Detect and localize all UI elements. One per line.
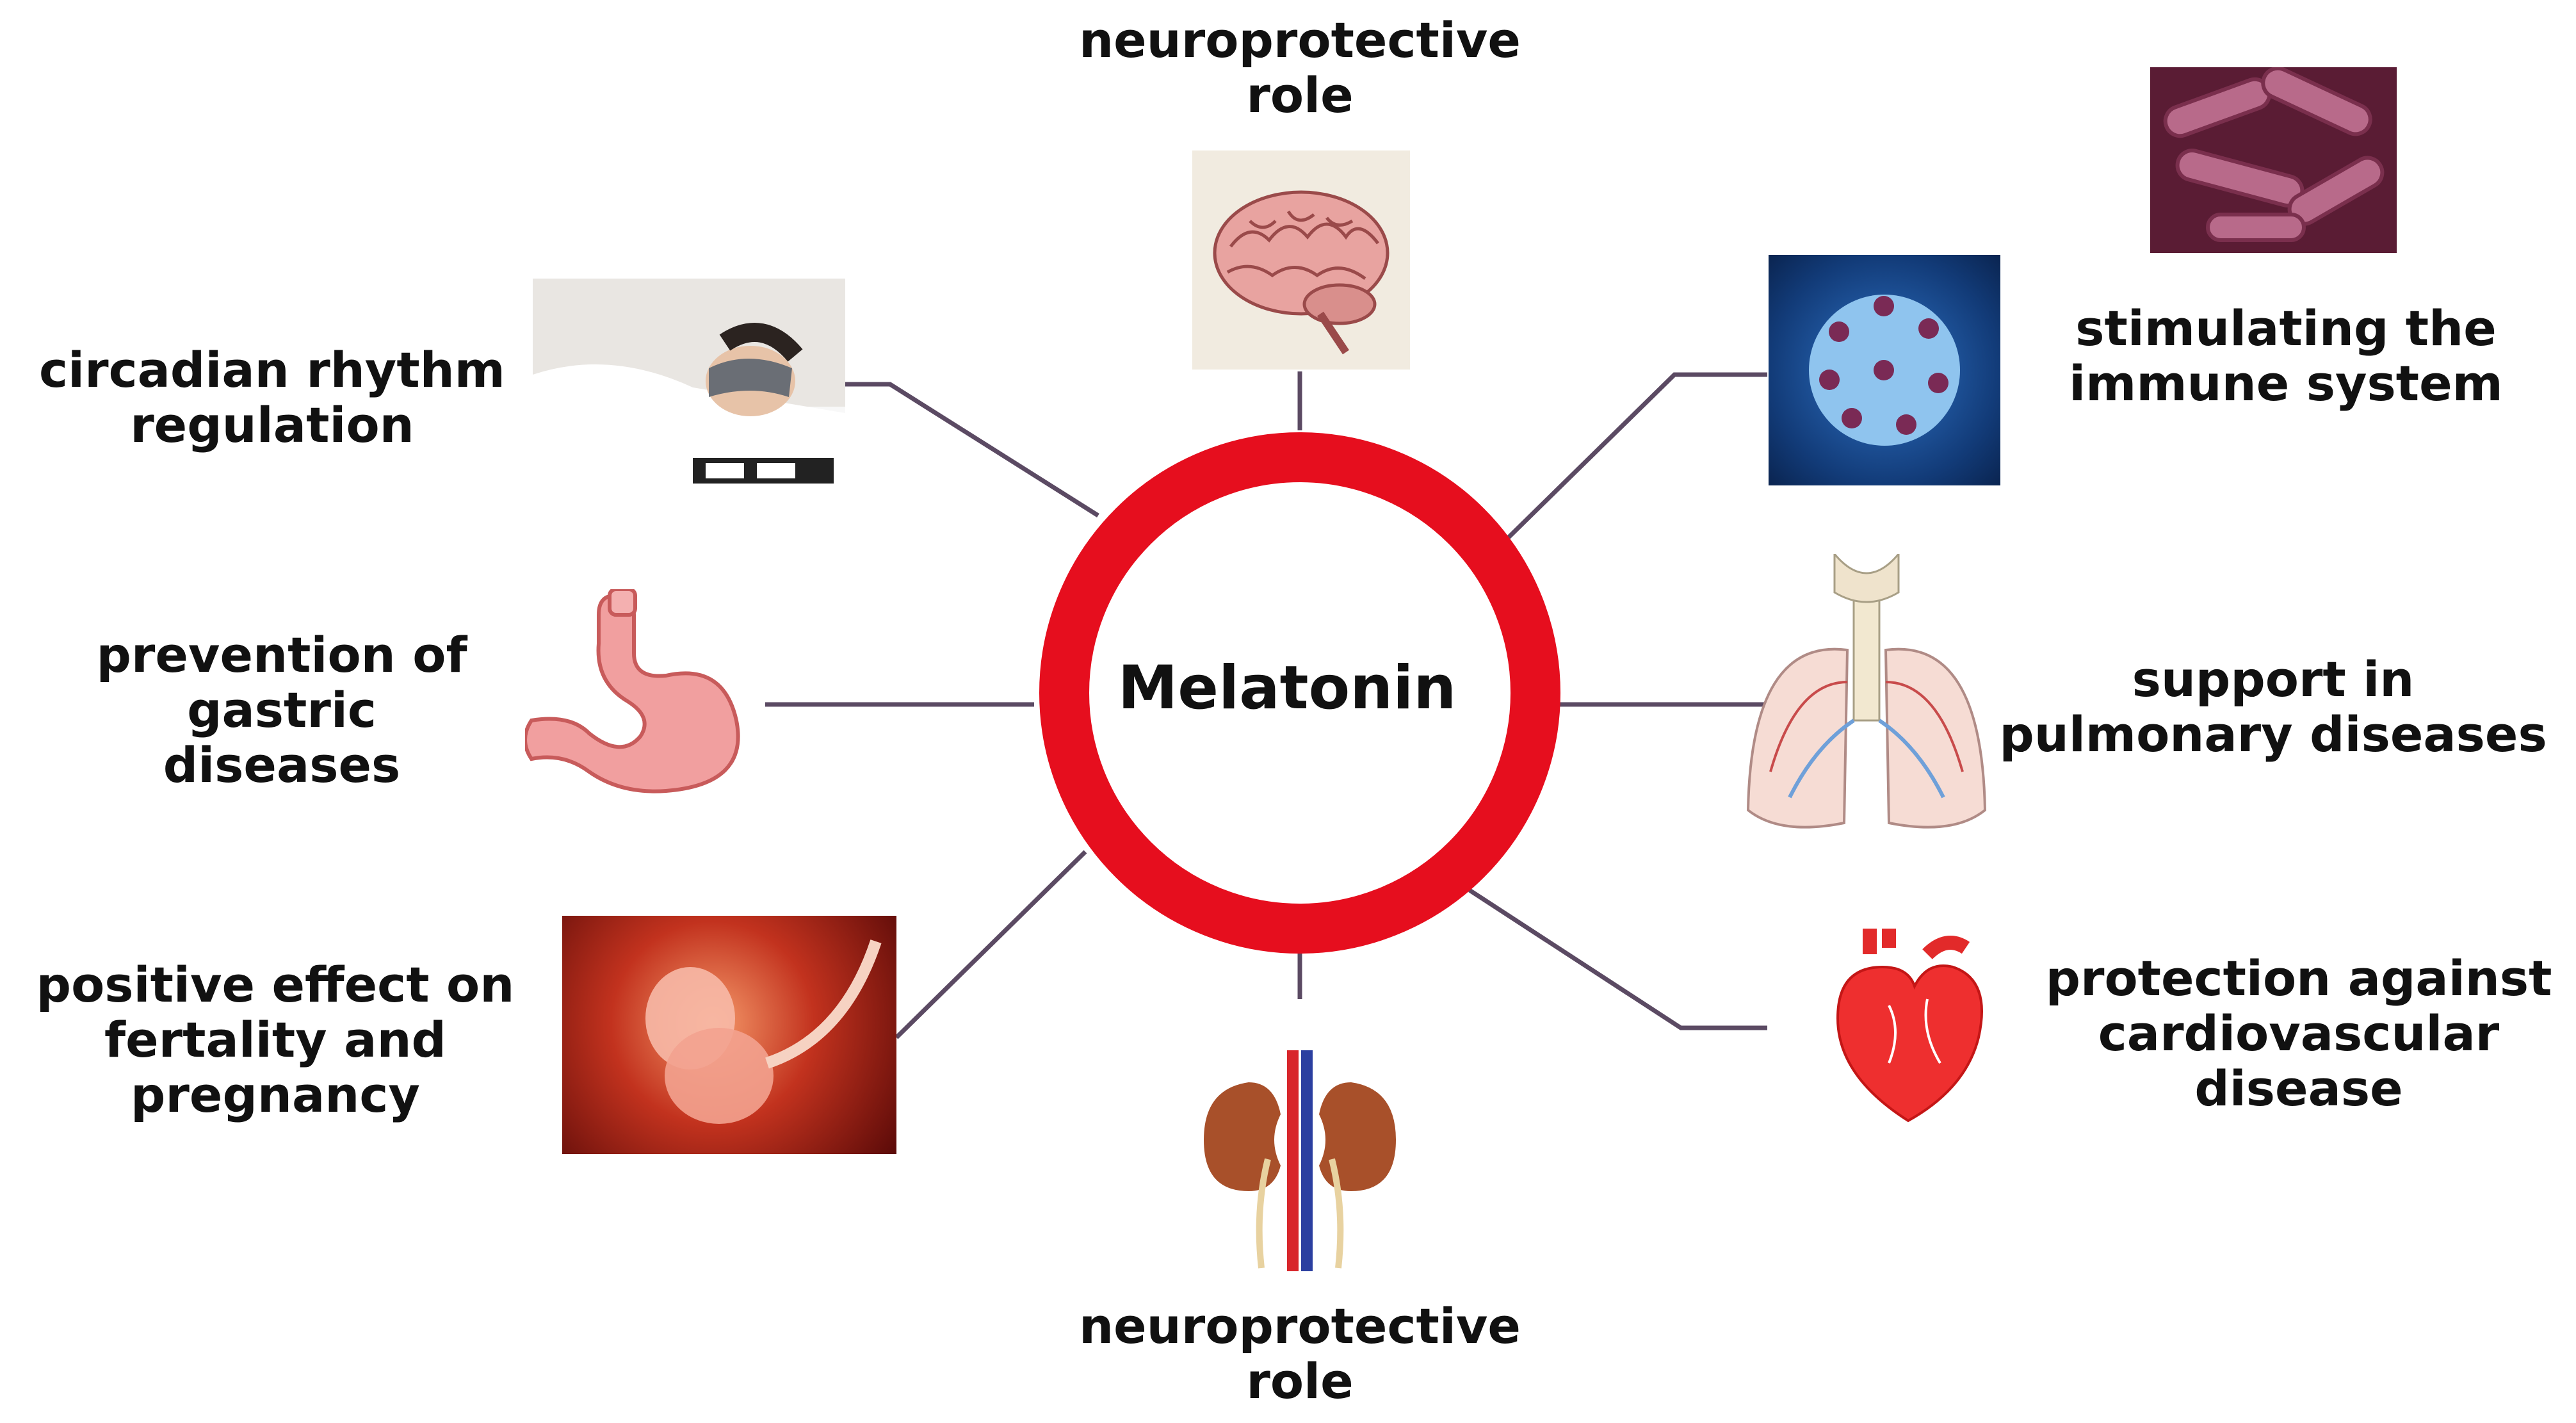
virus-image — [1769, 255, 2000, 485]
melatonin-ring — [1039, 432, 1560, 954]
heart-icon — [1831, 929, 1985, 1127]
kidneys-icon — [1191, 1044, 1409, 1271]
lungs-icon — [1738, 554, 1995, 855]
brain-icon — [1192, 150, 1410, 370]
sleeping-woman-image — [533, 279, 845, 492]
stomach-icon — [525, 589, 749, 794]
fetus-image — [562, 916, 896, 1154]
connector-bottom-right — [1468, 888, 1767, 1030]
connector-top-left — [845, 382, 1099, 517]
connector-top-right — [1506, 372, 1767, 540]
connector-bottom-left — [895, 850, 1087, 1039]
bacteria-image — [2150, 67, 2397, 253]
center-label: Melatonin — [1117, 653, 1457, 723]
